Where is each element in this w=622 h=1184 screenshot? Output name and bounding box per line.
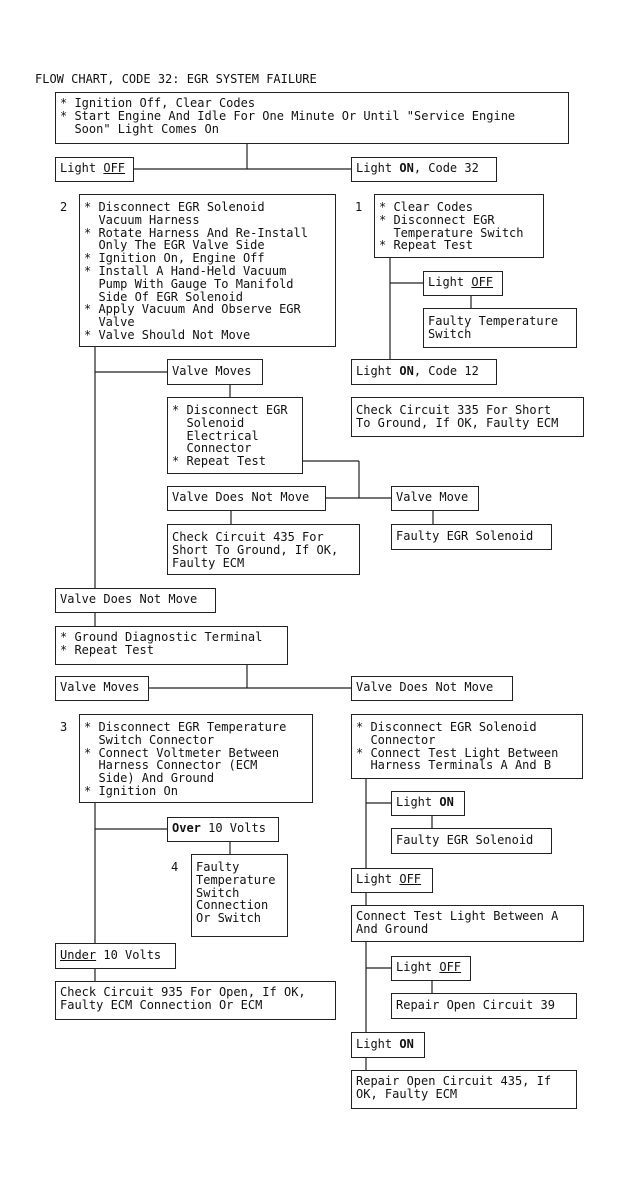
- light-off-temp-box: Light OFF: [423, 271, 503, 296]
- step-number-1: 1: [355, 200, 363, 214]
- valve-does-not-move-box-2: Valve Does Not Move: [55, 588, 216, 613]
- light-on-code12-box: Light ON, Code 12: [351, 359, 497, 385]
- connect-test-light-box: Connect Test Light Between A And Ground: [351, 905, 584, 942]
- valve-move-box: Valve Move: [391, 486, 479, 511]
- disconnect-egr-temperature-switch-box: * Disconnect EGR Temperature Switch Conn…: [79, 714, 313, 803]
- ground-diagnostic-terminal-box: * Ground Diagnostic Terminal * Repeat Te…: [55, 626, 288, 665]
- step-number-2: 2: [60, 200, 68, 214]
- valve-moves-box-1: Valve Moves: [167, 359, 263, 385]
- step-ignition-off-box: * Ignition Off, Clear Codes * Start Engi…: [55, 92, 569, 144]
- step-number-3: 3: [60, 720, 68, 734]
- chart-title: FLOW CHART, CODE 32: EGR SYSTEM FAILURE: [35, 72, 317, 86]
- valve-does-not-move-box-1: Valve Does Not Move: [167, 486, 326, 511]
- under-10-volts-box: Under 10 Volts: [55, 943, 176, 969]
- faulty-temperature-switch-box: Faulty Temperature Switch: [423, 308, 577, 348]
- light-off-box-3: Light OFF: [351, 868, 433, 893]
- light-on-code32-box: Light ON, Code 32: [351, 157, 497, 182]
- disconnect-egr-solenoid-box: * Disconnect EGR Solenoid Vacuum Harness…: [79, 194, 336, 347]
- disconnect-egr-solenoid-connector-box: * Disconnect EGR Solenoid Connector * Co…: [351, 714, 583, 779]
- clear-codes-box: * Clear Codes * Disconnect EGR Temperatu…: [374, 194, 544, 258]
- faulty-temperature-switch-connection-box: Faulty Temperature Switch Connection Or …: [191, 854, 288, 937]
- repair-open-circuit-435-box: Repair Open Circuit 435, If OK, Faulty E…: [351, 1070, 577, 1109]
- over-10-volts-box: Over 10 Volts: [167, 817, 279, 842]
- check-circuit-335-box: Check Circuit 335 For Short To Ground, I…: [351, 397, 584, 437]
- check-circuit-935-box: Check Circuit 935 For Open, If OK, Fault…: [55, 981, 336, 1020]
- light-off-box: Light OFF: [55, 157, 134, 182]
- repair-open-circuit-39-box: Repair Open Circuit 39: [391, 993, 577, 1019]
- faulty-egr-solenoid-box-2: Faulty EGR Solenoid: [391, 828, 552, 854]
- disconnect-egr-connector-box: * Disconnect EGR Solenoid Electrical Con…: [167, 397, 303, 474]
- light-off-box-4: Light OFF: [391, 956, 471, 981]
- light-on-box: Light ON: [391, 791, 465, 816]
- check-circuit-435-short-box: Check Circuit 435 For Short To Ground, I…: [167, 524, 360, 575]
- light-on-box-2: Light ON: [351, 1032, 425, 1058]
- faulty-egr-solenoid-box-1: Faulty EGR Solenoid: [391, 524, 552, 550]
- step-number-4: 4: [171, 860, 179, 874]
- valve-does-not-move-box-3: Valve Does Not Move: [351, 676, 513, 701]
- valve-moves-box-2: Valve Moves: [55, 676, 149, 701]
